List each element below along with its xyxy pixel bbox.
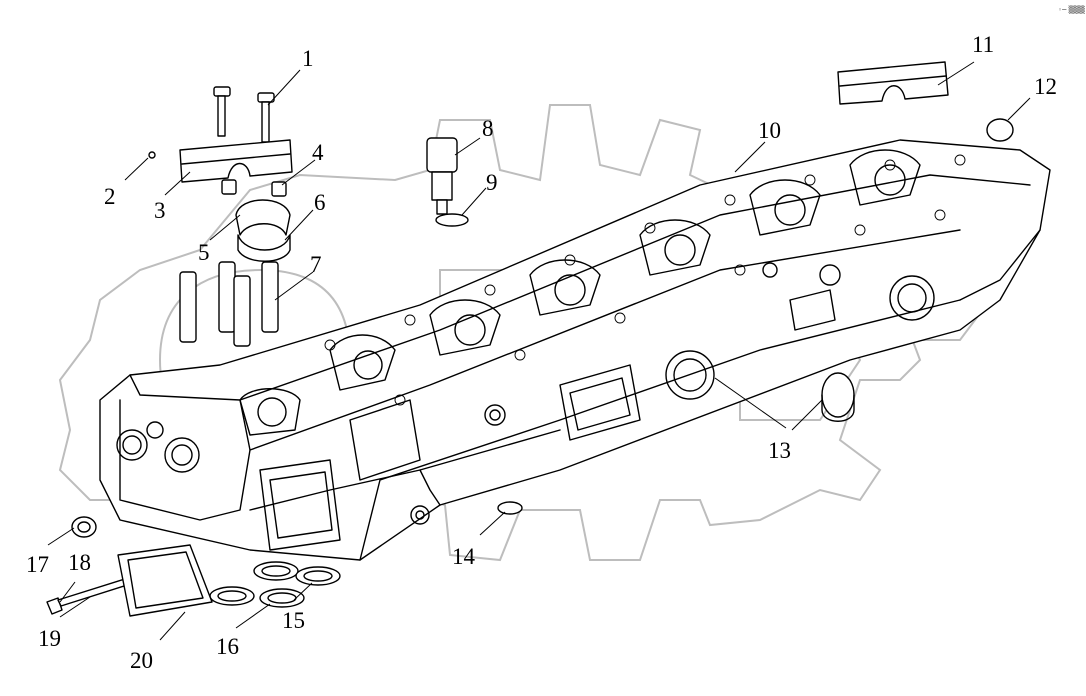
expansion-plug: [497, 501, 523, 515]
dowel-pin: [148, 151, 156, 159]
callout-15: 15: [282, 608, 305, 633]
callout-11: 11: [972, 32, 994, 57]
callout-12: 12: [1034, 74, 1057, 99]
callout-8: 8: [482, 116, 494, 141]
callout-7: 7: [310, 252, 322, 277]
nut: [71, 516, 97, 538]
callout-16: 16: [216, 634, 239, 659]
valve-seals: [209, 561, 341, 608]
bearing-cap-front: [179, 139, 293, 197]
bearing-cap-rear: [837, 61, 949, 105]
callout-13: 13: [768, 438, 791, 463]
seal-sleeve: [821, 372, 855, 422]
callout-3: 3: [154, 198, 166, 223]
callout-2: 2: [104, 184, 116, 209]
gasket: [117, 544, 213, 617]
callout-18: 18: [68, 550, 91, 575]
leader-lines: [47, 61, 1031, 641]
bearing-shells: [235, 199, 291, 262]
injector: [426, 137, 458, 215]
callout-1: 1: [302, 46, 314, 71]
callout-17: 17: [26, 552, 49, 577]
callout-5: 5: [198, 240, 210, 265]
corner-mark: ◦─ ▒▒▒: [1058, 5, 1085, 14]
callouts: 1 2 3 4 5 6 7 8 9 10 11 12 13 14 15 16 1…: [26, 32, 1057, 673]
callout-6: 6: [314, 190, 326, 215]
bolt-pair: [213, 86, 275, 143]
callout-14: 14: [452, 544, 476, 569]
injector-sleeves: [179, 261, 279, 347]
callout-19: 19: [38, 626, 61, 651]
cylinder-head-body: [99, 139, 1051, 561]
o-ring: [435, 213, 469, 227]
callout-9: 9: [486, 170, 498, 195]
callout-4: 4: [312, 140, 324, 165]
callout-10: 10: [758, 118, 781, 143]
plug: [986, 118, 1014, 142]
callout-20: 20: [130, 648, 153, 673]
